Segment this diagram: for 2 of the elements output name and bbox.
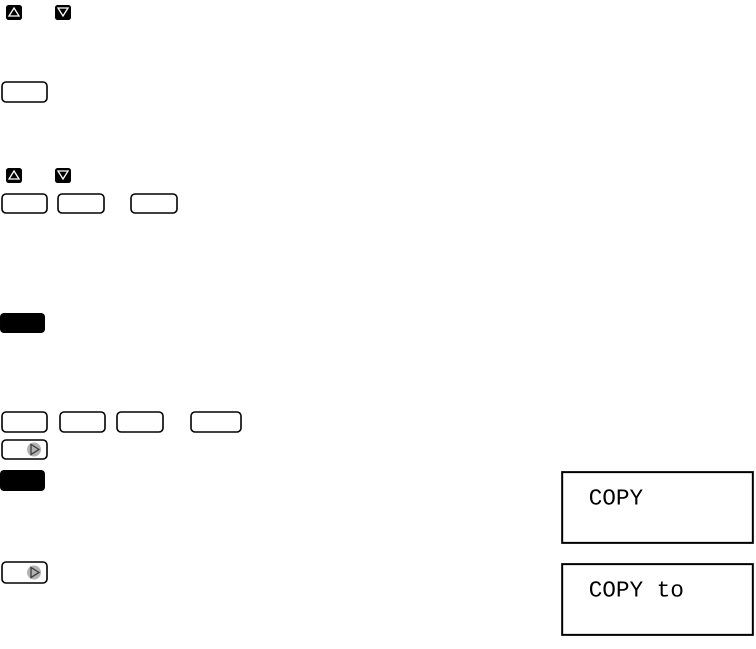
- display-screen: COPY: [561, 471, 754, 544]
- display-screen: COPY to: [561, 563, 754, 636]
